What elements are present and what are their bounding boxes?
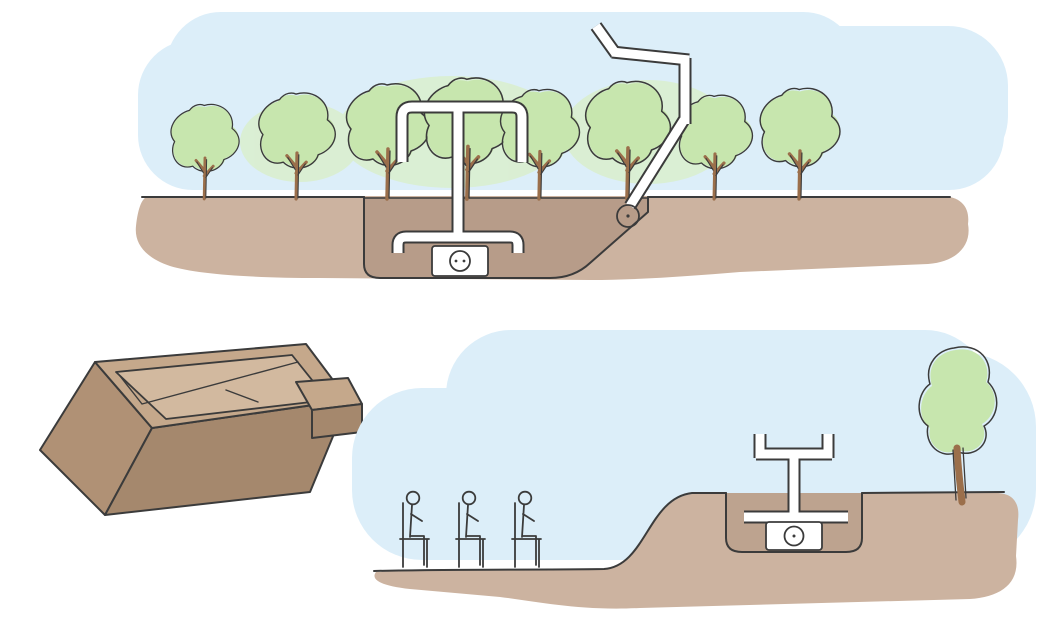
seated-figure-1 <box>399 490 430 568</box>
fan-circle <box>616 204 640 228</box>
duct-inner-core <box>592 23 690 209</box>
seated-figure-3 <box>511 490 542 568</box>
excavation-pit-outline <box>363 196 649 279</box>
figure-head <box>461 490 477 506</box>
figure-body <box>465 504 481 566</box>
duct-assembly-right <box>590 22 692 210</box>
figure-body <box>409 504 425 566</box>
fan-dot <box>792 534 796 538</box>
box-ramp-lines <box>119 361 299 405</box>
terrain-surface-line <box>373 491 1005 572</box>
chair <box>455 502 486 568</box>
fan-unit-surface <box>616 204 640 228</box>
fan-dot <box>462 259 466 263</box>
figure-body <box>521 504 537 566</box>
duct-assembly-left <box>391 100 529 253</box>
duct-inner-core <box>744 434 848 522</box>
tree-trunk <box>953 444 966 506</box>
box-notch-front <box>311 403 363 439</box>
scene-box-model: Isometric sketch of an excavated tray mo… <box>39 343 363 516</box>
tree-foliage <box>921 349 995 453</box>
fan-dot <box>626 214 630 218</box>
scene-bottom-section: Park section: three seated figures facin… <box>352 330 1036 609</box>
fan-unit-bottom <box>765 521 823 551</box>
vent-pit-outline <box>725 492 863 553</box>
chair <box>511 502 542 568</box>
scene-top-section: Street section: row of trees above burie… <box>135 12 1008 280</box>
seated-figure-2 <box>455 490 486 568</box>
fan-circle <box>449 250 471 272</box>
duct-inner-core <box>393 102 527 253</box>
berm-tree <box>918 346 998 506</box>
figure-head <box>405 490 421 506</box>
fan-box <box>431 245 489 277</box>
fan-unit-buried <box>431 245 489 277</box>
fan-dot <box>454 259 458 263</box>
tree-trunk-ink <box>952 447 967 501</box>
fan-circle <box>783 525 805 547</box>
figure-head <box>517 490 533 506</box>
vent-periscope <box>744 434 848 524</box>
chair <box>399 502 430 568</box>
